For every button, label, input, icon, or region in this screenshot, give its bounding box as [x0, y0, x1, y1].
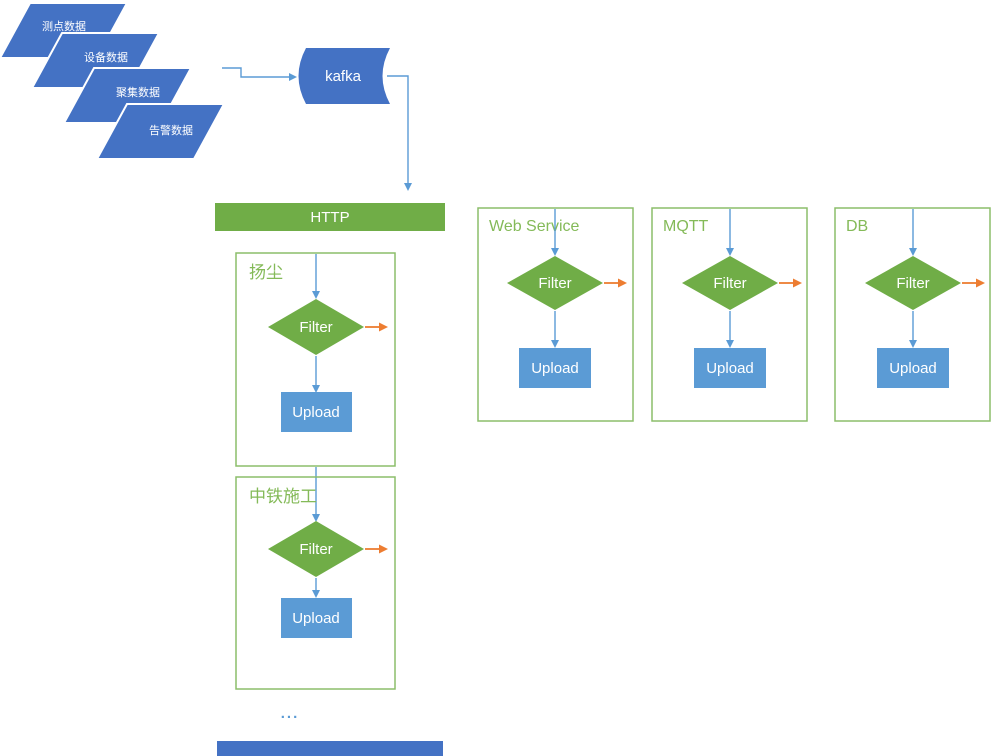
- channel-title: DB: [846, 218, 868, 235]
- filter-diamond: [682, 256, 778, 310]
- filter-label: Filter: [538, 275, 571, 292]
- filter-label: Filter: [713, 275, 746, 292]
- source-label: 测点数据: [42, 19, 86, 33]
- channel-title: Web Service: [489, 218, 580, 235]
- upload-label: Upload: [292, 404, 340, 421]
- data-sources-group: 测点数据 设备数据 聚集数据 告警数据: [0, 2, 226, 160]
- upload-box: [694, 348, 766, 388]
- channel-box: [477, 207, 634, 422]
- channel-title: 中铁施工: [249, 487, 317, 507]
- connector-sources-to-kafka: [222, 67, 297, 81]
- source-label: 设备数据: [84, 50, 128, 64]
- channel-box: [834, 207, 991, 422]
- channel-box: [651, 207, 808, 422]
- filter-label: Filter: [896, 275, 929, 292]
- filter-diamond: [268, 521, 364, 577]
- channel-db: DB Filter Upload: [834, 207, 991, 422]
- channel-box: [235, 476, 396, 690]
- channel-web-service: Web Service Filter Upload: [477, 207, 634, 422]
- upload-box: [877, 348, 949, 388]
- channel-box: [235, 252, 396, 467]
- connector-kafka-to-http: [387, 75, 412, 191]
- source-label: 告警数据: [149, 123, 193, 137]
- upload-label: Upload: [706, 360, 754, 377]
- channel-yangchen: 扬尘 Filter Upload: [235, 252, 396, 467]
- http-bar-shape: [215, 203, 445, 231]
- more-channels-ellipsis: ...: [281, 705, 300, 722]
- channel-title: 扬尘: [249, 263, 283, 283]
- filter-diamond: [268, 299, 364, 355]
- channel-zhongtie: 中铁施工 Filter Upload: [235, 467, 396, 690]
- upload-box: [519, 348, 591, 388]
- kafka-node: kafka: [298, 48, 390, 104]
- upload-label: Upload: [292, 610, 340, 627]
- filter-diamond: [507, 256, 603, 310]
- parallelogram-shape: [95, 103, 226, 160]
- source-parallelogram-gaojing: 告警数据: [95, 103, 226, 160]
- channel-title: MQTT: [663, 218, 709, 235]
- upload-label: Upload: [889, 360, 937, 377]
- source-label: 聚集数据: [116, 85, 160, 99]
- http-bar-label: HTTP: [310, 209, 349, 226]
- channel-mqtt: MQTT Filter Upload: [651, 207, 808, 422]
- upload-box: [281, 598, 352, 638]
- filter-label: Filter: [299, 541, 332, 558]
- filter-label: Filter: [299, 319, 332, 336]
- http-bar: HTTP: [215, 203, 445, 231]
- kafka-label: kafka: [325, 68, 362, 85]
- kafka-shape: [298, 48, 390, 104]
- bottom-bar: [217, 741, 443, 756]
- upload-label: Upload: [531, 360, 579, 377]
- upload-box: [281, 392, 352, 432]
- filter-diamond: [865, 256, 961, 310]
